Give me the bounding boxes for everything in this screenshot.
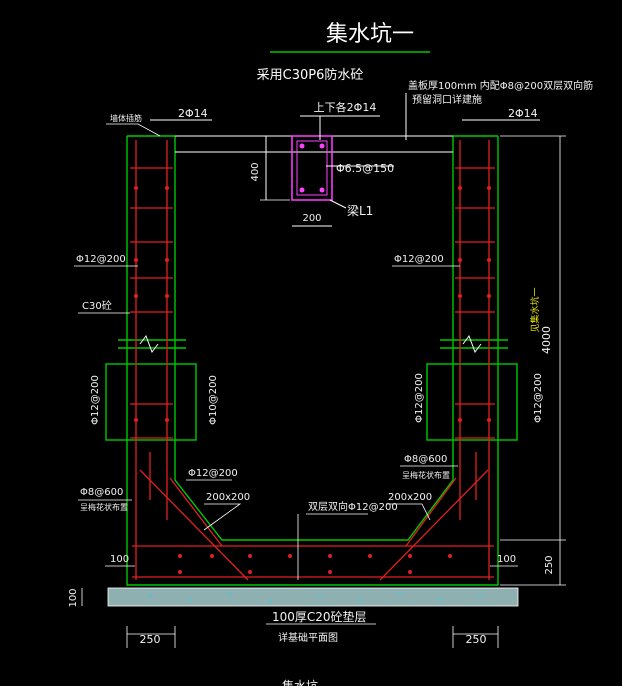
right-tie-label: Φ8@600 [404,454,447,465]
top-right-bar-label: 2Φ14 [508,107,538,120]
anchor-bar-label: 墙体插筋 [110,113,142,123]
right-vertical-bar-a: Φ12@200 [414,373,425,423]
left-haunch-bar-label: Φ12@200 [188,468,238,479]
dim-250-right: 250 [466,633,487,646]
right-vertical-bar-b: Φ12@200 [533,373,544,423]
c20-base-slab [107,587,519,607]
right-haunch-dim: 200x200 [388,492,432,503]
beam-l1-stirrup [296,140,328,196]
beam-l1-label: 梁L1 [347,203,373,218]
left-tie-label: Φ8@600 [80,487,123,498]
left-vertical-bar-a: Φ12@200 [90,375,101,425]
concrete-grade-label: C30砼 [82,299,112,312]
rebar-dots [134,186,491,574]
base-slab-speckles [149,593,481,602]
dim-4000: 4000 [540,326,553,354]
beam-stirrup-label: Φ6.5@150 [336,162,394,175]
beam-height-label: 400 [250,162,261,181]
rebar-lines [130,140,495,581]
left-wall-bar-label: Φ12@200 [76,254,126,265]
top-left-bar-label: 2Φ14 [178,107,208,120]
right-break-symbol [462,334,482,354]
drawing-title: 集水坑一 [326,22,414,47]
beam-label-leader [329,199,347,209]
beam-l1-section [291,135,333,201]
base-slab-label: 100厚C20砼垫层 [272,609,367,624]
dim-100-left: 100 [110,554,129,565]
left-vertical-bar-b: Φ10@200 [208,375,219,425]
dimension-lines [81,135,566,648]
left-haunch-dim-leader [203,503,242,531]
dim-100-right: 100 [497,554,516,565]
right-haunch-dim-leader [386,503,431,521]
anchor-leader [106,123,161,137]
cover-slab-note: 盖板厚100mm 内配Φ8@200双层双向筋 [408,79,593,92]
beam-width-label: 200 [302,213,321,224]
right-wall-bar-label: Φ12@200 [394,254,444,265]
pit-concrete-outline [105,135,518,586]
right-tie-note: 呈梅花状布置 [402,470,450,480]
foundation-label: 详基础平面图 [278,631,338,644]
bottom-cut-text: 集水坑 [282,678,318,686]
beam-bars [299,143,325,193]
dim-100-base: 100 [68,588,79,607]
dim-250-bottom: 250 [544,555,555,574]
dim-4000-note: 见集水坑一 [529,287,541,332]
beam-top-bars-label: 上下各2Φ14 [314,100,377,114]
left-haunch-dim: 200x200 [206,492,250,503]
opening-note: 预留洞口详建施 [412,93,482,106]
bottom-bars-label: 双层双向Φ12@200 [308,500,398,513]
dim-250-left: 250 [140,633,161,646]
drawing-subtitle: 采用C30P6防水砼 [257,67,364,83]
left-tie-note: 呈梅花状布置 [80,502,128,512]
left-break-symbol [139,334,159,354]
